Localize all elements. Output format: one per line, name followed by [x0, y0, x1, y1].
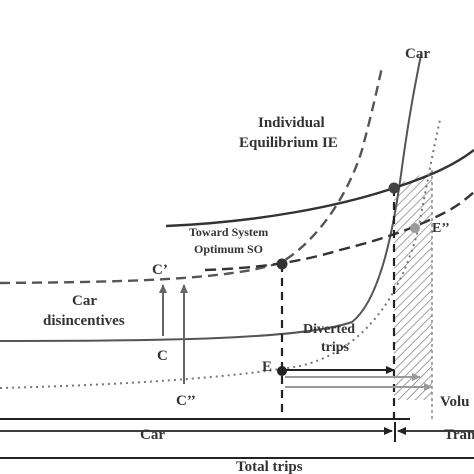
transit-axis-label: Tran: [444, 427, 474, 443]
transit-cost-curve-dashed: [204, 191, 474, 272]
total-trips-label: Total trips: [236, 459, 303, 474]
dotted-car-cost-curve: [0, 119, 441, 389]
ie-label-line1: Individual: [258, 115, 325, 131]
car-axis-label: Car: [140, 427, 165, 443]
e-point: [277, 366, 287, 376]
e-double-prime-point: [410, 223, 420, 233]
diverted-trips-line1: Diverted: [303, 322, 355, 337]
car-disincentives-line2: disincentives: [43, 313, 125, 329]
so-label-line2: Optimum SO: [194, 242, 263, 256]
car-curve-label: Car: [405, 46, 430, 62]
ie-label-line2: Equilibrium IE: [239, 135, 338, 151]
car-cost-curve: [0, 54, 422, 342]
hatched-diverted-area: [394, 170, 432, 400]
c-label: C: [157, 348, 168, 364]
so-label-line1: Toward System: [189, 225, 268, 239]
c-prime-label: C’: [152, 262, 168, 278]
car-cost-curve-with-disincentives: [0, 66, 384, 285]
transit-cost-curve: [165, 149, 474, 228]
c-double-prime-label: C’’: [176, 393, 196, 409]
e-double-prime-label: E’’: [432, 221, 450, 236]
e-label: E: [262, 359, 272, 375]
car-disincentives-line1: Car: [72, 293, 97, 309]
diverted-trips-line2: trips: [321, 340, 350, 355]
so-point: [276, 258, 288, 270]
ie-point: [388, 182, 400, 194]
volume-label: Volu: [440, 394, 469, 410]
